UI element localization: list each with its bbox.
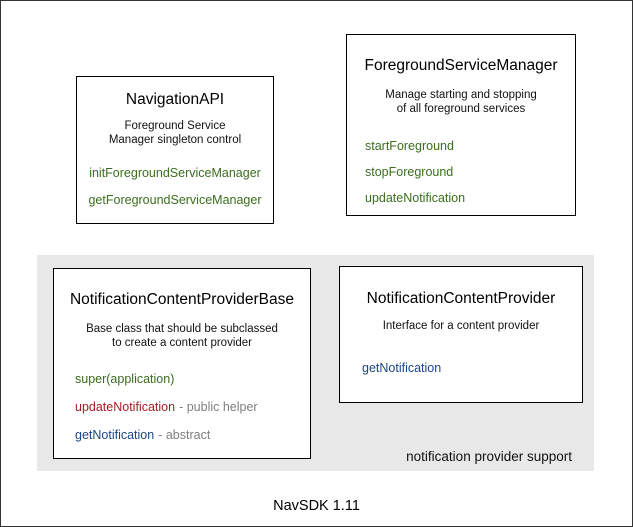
description-line: of all foreground services <box>396 103 526 115</box>
description-line: Foreground Service <box>124 120 226 132</box>
method-list: getNotification <box>340 362 582 375</box>
method-item: stopForeground <box>365 166 575 179</box>
class-title: NotificationContentProvider <box>366 290 556 307</box>
class-description: Manage starting and stopping of all fore… <box>347 88 575 116</box>
method-item: super(application) <box>75 373 310 386</box>
class-box-navigation-api: NavigationAPI Foreground Service Manager… <box>76 76 274 224</box>
class-box-notification-content-provider-base: NotificationContentProviderBase Base cla… <box>53 268 311 459</box>
class-title: ForegroundServiceManager <box>364 57 558 74</box>
class-description: Foreground Service Manager singleton con… <box>77 119 273 147</box>
method-list: super(application) updateNotification- p… <box>54 373 310 442</box>
method-item: startForeground <box>365 140 575 153</box>
method-name: getNotification <box>75 428 155 442</box>
method-item: getNotification- abstract <box>75 429 310 442</box>
method-item: updateNotification <box>365 192 575 205</box>
method-name: initForegroundServiceManager <box>89 166 261 180</box>
method-item: updateNotification- public helper <box>75 401 310 414</box>
method-name: updateNotification <box>75 400 176 414</box>
class-title: NavigationAPI <box>125 91 225 108</box>
description-line: Manager singleton control <box>108 134 242 146</box>
description-line: Interface for a content provider <box>382 320 540 332</box>
class-box-foreground-service-manager: ForegroundServiceManager Manage starting… <box>346 34 576 216</box>
method-list: startForeground stopForeground updateNot… <box>347 140 575 205</box>
group-label: notification provider support <box>406 449 572 464</box>
method-name: getNotification <box>362 361 442 375</box>
method-item: getNotification <box>362 362 582 375</box>
description-line: to create a content provider <box>112 337 252 349</box>
method-name: updateNotification <box>365 191 466 205</box>
method-list: initForegroundServiceManager getForegrou… <box>77 167 273 207</box>
class-description: Base class that should be subclassed to … <box>54 322 310 350</box>
class-box-notification-content-provider: NotificationContentProvider Interface fo… <box>339 266 583 403</box>
description-line: Base class that should be subclassed <box>86 323 278 335</box>
method-name: getForegroundServiceManager <box>88 193 262 207</box>
method-item: initForegroundServiceManager <box>77 167 273 180</box>
method-item: getForegroundServiceManager <box>77 194 273 207</box>
class-title: NotificationContentProviderBase <box>69 291 294 308</box>
class-description: Interface for a content provider <box>340 319 582 333</box>
method-name: stopForeground <box>365 165 454 179</box>
method-name: super(application) <box>75 372 175 386</box>
description-line: Manage starting and stopping <box>385 89 537 101</box>
sdk-version-label: NavSDK 1.11 <box>273 498 360 514</box>
method-annotation: - abstract <box>158 428 211 442</box>
method-annotation: - public helper <box>179 400 258 414</box>
method-name: startForeground <box>365 139 454 153</box>
